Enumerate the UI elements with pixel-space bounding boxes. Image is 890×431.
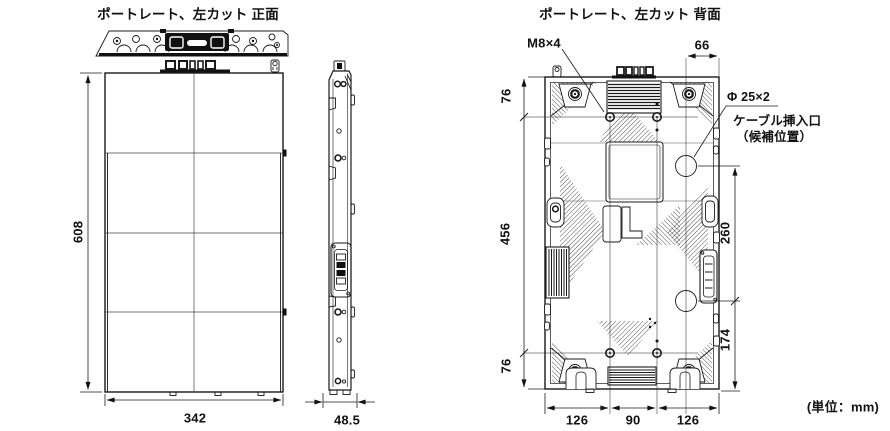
front-view-drawing — [104, 59, 287, 396]
rear-foot — [565, 367, 597, 389]
rear-connector-plate — [699, 249, 718, 304]
unit-note: (単位：mm) — [806, 399, 880, 415]
rear-bottom-middle-dim: 90 — [625, 412, 641, 428]
front-latch — [270, 59, 280, 73]
hatch-region — [636, 205, 680, 245]
rear-view-drawing — [544, 65, 720, 393]
corner-bracket — [558, 83, 592, 108]
rear-bottom-left-dim: 126 — [565, 412, 589, 428]
front-view-title: ポートレート、左カット 正面 — [97, 7, 279, 22]
side-view-drawing — [328, 60, 355, 395]
left-fin-block — [545, 246, 570, 299]
cable-inlet-label-line1: ケーブル挿入口 — [733, 114, 822, 128]
rear-left-top-dim: 76 — [498, 88, 514, 104]
cable-leader-line — [693, 105, 778, 158]
cable-inlet-label-line2: （候補位置） — [736, 130, 813, 144]
hatch-region — [597, 321, 659, 356]
front-width-dim: 342 — [183, 410, 207, 426]
front-height-dim: 608 — [70, 220, 86, 244]
rear-view-title: ポートレート、左カット 背面 — [539, 7, 721, 22]
hatch-region — [560, 164, 605, 298]
rear-left-middle-dim: 456 — [497, 222, 513, 246]
hatch-region — [597, 106, 659, 142]
rear-top-offset-dim: 66 — [694, 37, 710, 53]
side-dimension-lines — [305, 393, 375, 408]
front-dimension-lines — [80, 72, 284, 406]
bottom-fin-block — [607, 366, 657, 386]
rear-left-bottom-dim: 76 — [498, 358, 514, 374]
phi25-hole-label: Φ 25×2 — [727, 90, 771, 104]
m8-screw-label: M8×4 — [527, 35, 561, 51]
top-fin-block — [606, 80, 662, 114]
rear-bottom-right-dim: 126 — [676, 412, 700, 428]
front-top-view-drawing — [95, 29, 289, 57]
rear-right-lower-dim: 174 — [717, 328, 733, 352]
center-opening-small — [602, 205, 622, 243]
side-depth-dim: 48.5 — [333, 412, 361, 428]
hatch-region — [666, 186, 708, 284]
corner-bracket — [672, 83, 706, 108]
center-opening — [605, 141, 664, 203]
m8-leader-line — [561, 48, 605, 113]
rear-dimension-lines — [519, 48, 778, 414]
side-connector-plate — [330, 242, 352, 298]
rear-right-upper-dim: 260 — [717, 221, 733, 245]
rear-foot — [669, 367, 701, 389]
